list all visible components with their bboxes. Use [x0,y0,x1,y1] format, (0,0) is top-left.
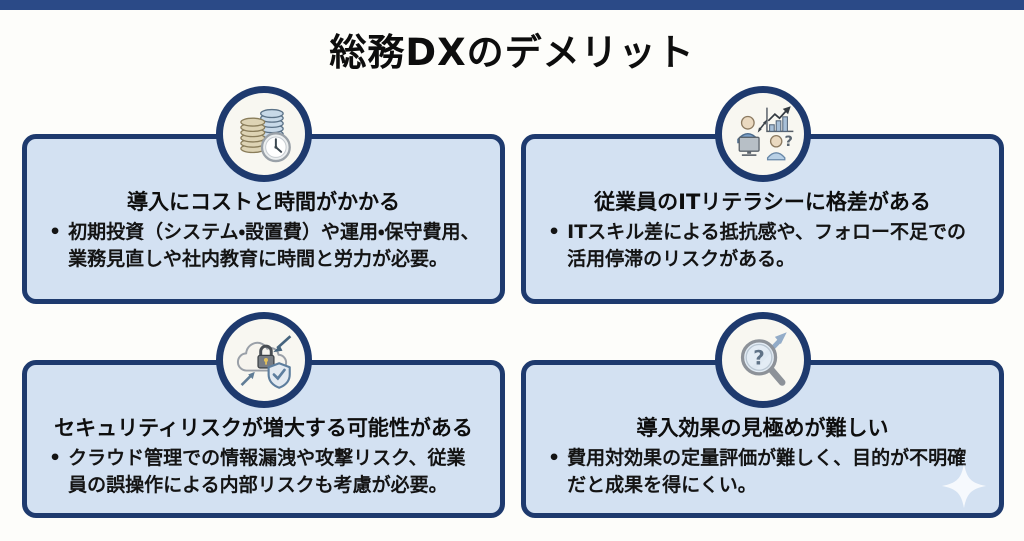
card-bullets: • 初期投資（システム・設置費）や運用・保守費用、業務見直しや社内教育に時間と労… [27,219,500,272]
coins-clock-icon [215,86,312,182]
sparkle-icon [941,463,987,509]
magnifier-question-icon: ? [714,312,811,408]
card-title: セキュリティリスクが増大する可能性がある [54,416,473,440]
svg-text:?: ? [784,134,792,150]
card-bullets: • 費用対効果の定量評価が難しく、目的が不明確だと成果を得にくい。 [526,445,999,498]
bullet-item: • ITスキル差による抵抗感や、フォロー不足での活用停滞のリスクがある。 [548,219,983,272]
card-it-literacy: ? 従業員のITリテラシーに格差がある • ITスキル差による抵抗感や、フォロー… [521,86,1004,304]
card-effect-assessment: ? 導入効果の見極めが難しい • 費用対効果の定量評価が難しく、目的が不明確だと… [521,312,1004,518]
card-title: 従業員のITリテラシーに格差がある [594,190,931,214]
cloud-lock-shield-icon [215,312,312,408]
bullet-dot: • [548,221,561,244]
top-accent-bar [0,0,1024,10]
bullet-dot: • [49,221,62,244]
bullet-dot: • [49,447,62,470]
card-cost-time: 導入にコストと時間がかかる • 初期投資（システム・設置費）や運用・保守費用、業… [22,86,505,304]
card-bullets: • ITスキル差による抵抗感や、フォロー不足での活用停滞のリスクがある。 [526,219,999,272]
bullet-dot: • [548,447,561,470]
page-title: 総務DXのデメリット [329,31,695,74]
bullet-text: 初期投資（システム・設置費）や運用・保守費用、業務見直しや社内教育に時間と労力が… [68,221,480,270]
bullet-item: • 費用対効果の定量評価が難しく、目的が不明確だと成果を得にくい。 [548,445,983,498]
people-chart-icon: ? [714,86,811,182]
svg-text:?: ? [753,347,764,370]
card-security-risk: セキュリティリスクが増大する可能性がある • クラウド管理での情報漏洩や攻撃リス… [22,312,505,518]
card-title: 導入効果の見極めが難しい [636,416,889,440]
card-title: 導入にコストと時間がかかる [127,190,400,214]
bullet-text: 費用対効果の定量評価が難しく、目的が不明確だと成果を得にくい。 [567,447,967,496]
bullet-text: クラウド管理での情報漏洩や攻撃リスク、従業員の誤操作による内部リスクも考慮が必要… [68,447,466,496]
bullet-item: • 初期投資（システム・設置費）や運用・保守費用、業務見直しや社内教育に時間と労… [49,219,484,272]
bullet-text: ITスキル差による抵抗感や、フォロー不足での活用停滞のリスクがある。 [567,221,967,270]
bullet-item: • クラウド管理での情報漏洩や攻撃リスク、従業員の誤操作による内部リスクも考慮が… [49,445,484,498]
card-bullets: • クラウド管理での情報漏洩や攻撃リスク、従業員の誤操作による内部リスクも考慮が… [27,445,500,498]
